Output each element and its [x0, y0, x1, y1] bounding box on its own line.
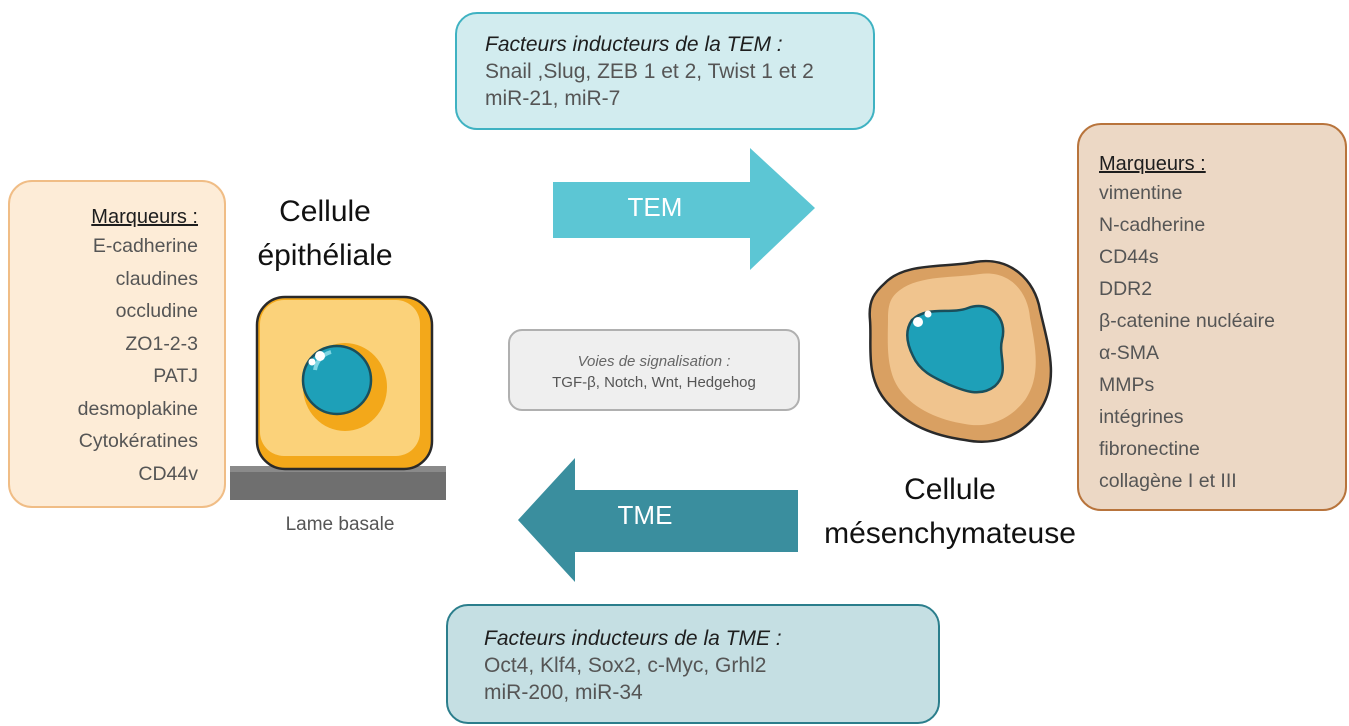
mesenchymal-markers-title: Marqueurs :: [1099, 153, 1206, 175]
mesenchymal-marker: vimentine: [1099, 182, 1183, 204]
mesenchymal-marker: N-cadherine: [1099, 214, 1206, 236]
epithelial-marker: PATJ: [153, 365, 198, 387]
mesenchymal-marker: fibronectine: [1099, 438, 1200, 460]
epithelial-cell-icon: [255, 295, 434, 471]
epithelial-marker: claudines: [115, 267, 198, 290]
tem-factors-title: Facteurs inducteurs de la TEM :: [485, 33, 783, 56]
tme-arrow: [518, 458, 798, 582]
epithelial-marker: occludine: [115, 300, 198, 322]
mesenchymal-marker: collagène I et III: [1099, 470, 1237, 492]
mesenchymal-marker: β-catenine nucléaire: [1099, 310, 1275, 332]
basal-lamina-label: Lame basale: [285, 514, 395, 535]
tem-arrow-label: TEM: [627, 192, 683, 222]
mesenchymal-marker: α-SMA: [1099, 342, 1160, 364]
signaling-title: Voies de signalisation :: [577, 353, 731, 370]
epithelial-label-line-1: Cellule: [279, 195, 371, 228]
tem-factors-line-1: Snail ,Slug, ZEB 1 et 2, Twist 1 et 2: [485, 60, 814, 83]
signaling-pathways-box: Voies de signalisation : TGF-β, Notch, W…: [508, 329, 800, 411]
epithelial-marker: CD44v: [138, 462, 198, 485]
epithelial-marker: ZO1-2-3: [125, 332, 198, 355]
mesenchymal-marker: DDR2: [1099, 278, 1153, 300]
mesenchymal-marker: intégrines: [1099, 406, 1184, 428]
tme-factors-title: Facteurs inducteurs de la TME :: [484, 627, 782, 650]
mesenchymal-label-line-2: mésenchymateuse: [824, 517, 1076, 550]
mesenchymal-markers-box: Marqueurs : vimentine N-cadherine CD44s …: [1077, 123, 1347, 511]
tme-factors-box: Facteurs inducteurs de la TME : Oct4, Kl…: [446, 604, 940, 724]
tem-factors-line-2: miR-21, miR-7: [485, 87, 621, 110]
epithelial-label-line-2: épithéliale: [257, 239, 393, 272]
epithelial-markers-title: Marqueurs :: [91, 206, 198, 228]
tme-factors-line-2: miR-200, miR-34: [484, 681, 643, 704]
epithelial-cell-label: Cellule épithéliale: [240, 190, 410, 278]
tem-arrow: [553, 148, 815, 270]
mesenchymal-marker: MMPs: [1099, 374, 1155, 396]
mesenchymal-cell-icon: [868, 259, 1053, 443]
epithelial-marker: desmoplakine: [77, 397, 198, 420]
tme-arrow-label: TME: [617, 500, 673, 530]
epithelial-markers-box: Marqueurs : E-cadherine claudines occlud…: [8, 180, 226, 508]
tem-factors-box: Facteurs inducteurs de la TEM : Snail ,S…: [455, 12, 875, 130]
mesenchymal-cell-label: Cellule mésenchymateuse: [790, 468, 1110, 556]
epithelial-marker: E-cadherine: [92, 235, 198, 257]
signaling-pathways: TGF-β, Notch, Wnt, Hedgehog: [552, 374, 756, 391]
tme-factors-line-1: Oct4, Klf4, Sox2, c-Myc, Grhl2: [484, 654, 767, 677]
epithelial-marker: Cytokératines: [78, 430, 198, 452]
mesenchymal-marker: CD44s: [1099, 246, 1159, 268]
mesenchymal-label-line-1: Cellule: [904, 473, 996, 506]
